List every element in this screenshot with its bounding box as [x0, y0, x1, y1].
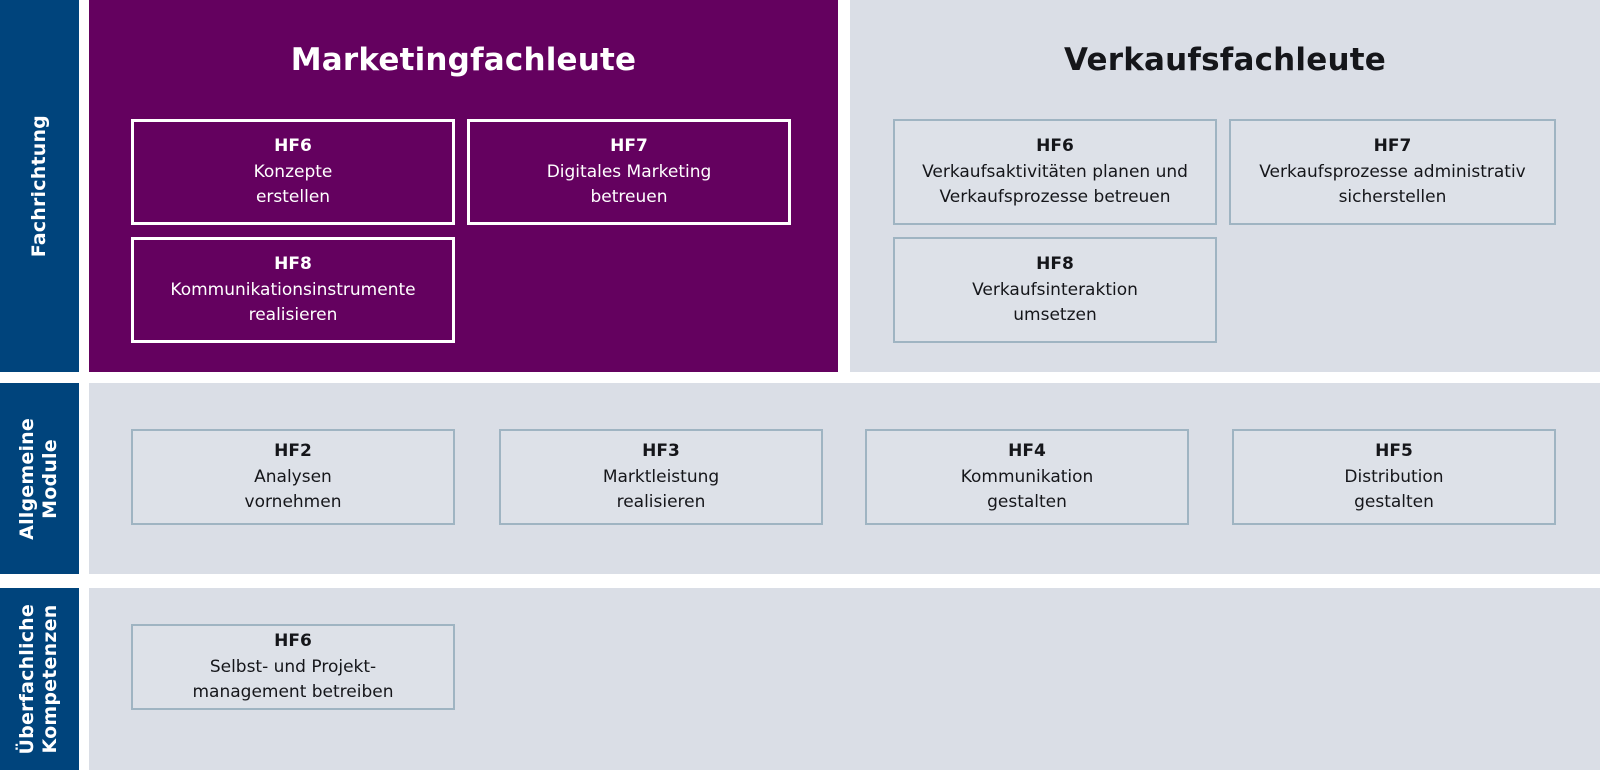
rail-label-fachrichtung: Fachrichtung — [0, 0, 79, 372]
module-code: HF7 — [1373, 136, 1412, 157]
module-description: Selbst- und Projekt- management betreibe… — [192, 656, 394, 702]
module-card-allgemein-hf5[interactable]: HF5 Distribution gestalten — [1232, 429, 1556, 525]
rail-label-fachrichtung-text: Fachrichtung — [27, 114, 50, 258]
module-code: HF6 — [274, 631, 312, 652]
module-code: HF8 — [1036, 254, 1074, 275]
module-description: Distribution gestalten — [1344, 466, 1444, 512]
module-card-allgemein-hf3[interactable]: HF3 Marktleistung realisieren — [499, 429, 823, 525]
module-description: Kommunikation gestalten — [960, 466, 1094, 512]
rail-label-ueberfachliche-kompetenzen-text: Überfachliche Kompetenzen — [16, 603, 62, 755]
section-title-verkaufsfachleute: Verkaufsfachleute — [1064, 42, 1386, 78]
module-description: Konzepte erstellen — [253, 161, 333, 207]
module-description: Verkaufsprozesse administrativ sicherste… — [1259, 161, 1526, 207]
module-description: Marktleistung realisieren — [602, 466, 720, 512]
rail-label-allgemeine-module: Allgemeine Module — [0, 383, 79, 574]
module-card-marketing-hf6[interactable]: HF6 Konzepte erstellen — [131, 119, 455, 225]
module-description: Verkaufsaktivitäten planen und Verkaufsp… — [922, 161, 1188, 207]
module-card-allgemein-hf2[interactable]: HF2 Analysen vornehmen — [131, 429, 455, 525]
module-card-verkauf-hf8[interactable]: HF8 Verkaufsinteraktion umsetzen — [893, 237, 1217, 343]
module-code: HF2 — [274, 441, 312, 462]
module-code: HF3 — [642, 441, 680, 462]
module-card-ueberfachlich-hf6[interactable]: HF6 Selbst- und Projekt- management betr… — [131, 624, 455, 710]
module-description: Digitales Marketing betreuen — [546, 161, 712, 207]
module-description: Kommunikationsinstrumente realisieren — [170, 279, 416, 325]
module-code: HF6 — [274, 136, 312, 157]
module-card-verkauf-hf6[interactable]: HF6 Verkaufsaktivitäten planen und Verka… — [893, 119, 1217, 225]
module-description: Analysen vornehmen — [244, 466, 342, 512]
module-code: HF6 — [1036, 136, 1074, 157]
module-card-marketing-hf8[interactable]: HF8 Kommunikationsinstrumente realisiere… — [131, 237, 455, 343]
module-code: HF5 — [1375, 441, 1413, 462]
module-description: Verkaufsinteraktion umsetzen — [972, 279, 1138, 325]
module-card-marketing-hf7[interactable]: HF7 Digitales Marketing betreuen — [467, 119, 791, 225]
module-card-allgemein-hf4[interactable]: HF4 Kommunikation gestalten — [865, 429, 1189, 525]
module-card-verkauf-hf7[interactable]: HF7 Verkaufsprozesse administrativ siche… — [1229, 119, 1556, 225]
module-code: HF7 — [610, 136, 648, 157]
rail-label-allgemeine-module-text: Allgemeine Module — [16, 417, 62, 540]
module-code: HF8 — [274, 254, 312, 275]
section-title-marketingfachleute: Marketingfachleute — [290, 42, 637, 78]
rail-label-ueberfachliche-kompetenzen: Überfachliche Kompetenzen — [0, 588, 79, 770]
module-code: HF4 — [1008, 441, 1046, 462]
